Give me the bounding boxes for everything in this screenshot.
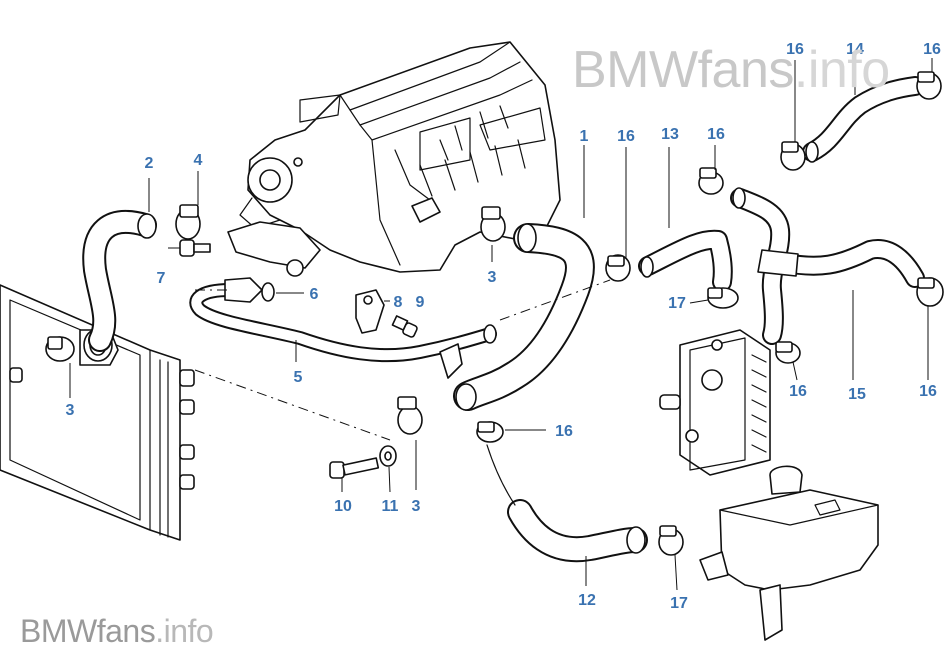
leader-lines bbox=[69, 58, 933, 591]
callout-16: 16 bbox=[617, 128, 635, 145]
callout-9: 9 bbox=[416, 294, 425, 311]
callout-5: 5 bbox=[294, 369, 303, 386]
callout-16: 16 bbox=[786, 41, 804, 58]
callout-1: 1 bbox=[580, 128, 589, 145]
bracket-8 bbox=[355, 289, 385, 334]
bolt-9 bbox=[391, 315, 418, 338]
hose-15 bbox=[730, 187, 925, 345]
hose-12 bbox=[486, 444, 648, 563]
callout-4: 4 bbox=[194, 152, 203, 169]
callout-6: 6 bbox=[310, 286, 319, 303]
callout-14: 14 bbox=[846, 41, 864, 58]
hose-2 bbox=[82, 210, 157, 352]
callout-16: 16 bbox=[707, 126, 725, 143]
hose-clamp bbox=[476, 421, 504, 443]
callout-8: 8 bbox=[394, 294, 403, 311]
watermark-suffix: .info bbox=[793, 41, 890, 99]
watermark-suffix: .info bbox=[155, 613, 214, 649]
callout-16: 16 bbox=[555, 423, 573, 440]
callout-11: 11 bbox=[382, 498, 399, 515]
callout-17: 17 bbox=[670, 595, 688, 612]
hose-clamp bbox=[175, 204, 201, 240]
callout-16: 16 bbox=[919, 383, 937, 400]
hose-clamp bbox=[916, 71, 942, 100]
callout-3: 3 bbox=[488, 269, 497, 286]
pipe-5 bbox=[189, 277, 497, 379]
hose-13 bbox=[638, 229, 733, 292]
watermark-top: BMWfans.info bbox=[572, 40, 890, 100]
hose-clamp bbox=[45, 336, 75, 362]
seal-ring-6 bbox=[261, 282, 275, 302]
watermark-brand: BMWfans bbox=[572, 41, 794, 99]
radiator bbox=[0, 284, 195, 541]
hose-clamp bbox=[480, 206, 506, 242]
bolt-10 bbox=[329, 457, 380, 479]
watermark-bottom: BMWfans.info bbox=[20, 613, 214, 650]
hose-1 bbox=[453, 223, 595, 411]
hose-clamp bbox=[916, 277, 944, 307]
callout-13: 13 bbox=[661, 126, 679, 143]
callout-16: 16 bbox=[789, 383, 807, 400]
callout-16: 16 bbox=[923, 41, 941, 58]
hose-clamp bbox=[707, 287, 739, 309]
hose-clamp bbox=[658, 525, 684, 556]
callout-17: 17 bbox=[668, 295, 686, 312]
callout-10: 10 bbox=[334, 498, 352, 515]
hose-clamp bbox=[605, 254, 631, 282]
heater-valve bbox=[659, 329, 771, 476]
washer-11 bbox=[379, 445, 397, 467]
callout-7: 7 bbox=[157, 270, 166, 287]
hose-clamp bbox=[780, 141, 806, 171]
hose-clamp bbox=[775, 341, 801, 364]
callout-12: 12 bbox=[578, 592, 596, 609]
callout-15: 15 bbox=[848, 386, 866, 403]
callout-3: 3 bbox=[412, 498, 421, 515]
expansion-tank bbox=[699, 465, 879, 641]
hose-clamp bbox=[698, 167, 724, 195]
engine-block bbox=[227, 41, 561, 277]
watermark-brand: BMWfans bbox=[20, 613, 156, 649]
callout-2: 2 bbox=[145, 155, 154, 172]
hose-clamp bbox=[397, 396, 423, 435]
hose-14 bbox=[802, 76, 925, 163]
bolt-7 bbox=[179, 239, 211, 257]
callout-3: 3 bbox=[66, 402, 75, 419]
